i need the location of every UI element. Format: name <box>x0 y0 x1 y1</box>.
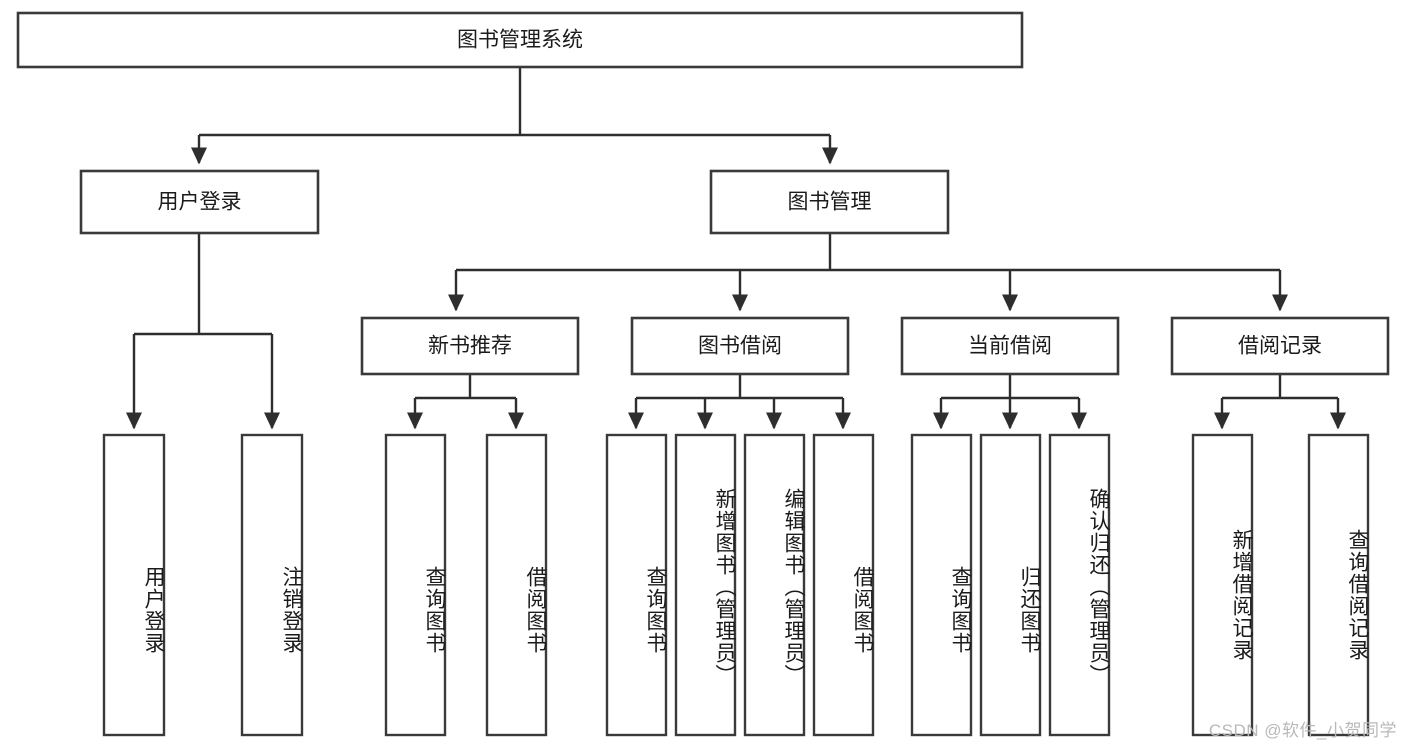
node-label: 借阅记录 <box>1238 335 1322 358</box>
connector-current-borrow-group <box>932 374 1088 430</box>
leaf-node-query-book-current[interactable] <box>910 433 973 737</box>
leaf-label-borrow-book: 借阅图书 <box>851 566 874 654</box>
leaf-node-logout[interactable] <box>240 433 304 737</box>
leaf-label-edit-book-admin: 编辑图书（管理员） <box>782 488 805 686</box>
watermark-text: CSDN @软件_小贺同学 <box>1208 721 1397 740</box>
leaf-label-confirm-return-admin: 确认归还（管理员） <box>1087 488 1110 686</box>
leaf-node-add-book-admin[interactable] <box>674 433 737 737</box>
leaf-label-return-book: 归还图书 <box>1018 566 1041 654</box>
leaf-node-query-book-rec[interactable] <box>384 433 447 737</box>
node-label: 当前借阅 <box>968 335 1052 358</box>
leaf-node-query-borrow-record[interactable] <box>1307 433 1370 737</box>
node-label: 新书推荐 <box>428 335 512 358</box>
leaf-label-query-book-rec: 查询图书 <box>423 566 446 654</box>
leaf-node-user-login[interactable] <box>102 433 166 737</box>
leaf-label-query-book-borrow: 查询图书 <box>644 566 667 654</box>
node-new-book-recommend[interactable]: 新书推荐 <box>360 316 580 376</box>
leaf-label-add-borrow-record: 新增借阅记录 <box>1230 529 1253 661</box>
connector-new-book-group <box>406 374 525 430</box>
leaf-node-add-borrow-record[interactable] <box>1191 433 1254 737</box>
node-book-borrow[interactable]: 图书借阅 <box>630 316 850 376</box>
node-current-borrow[interactable]: 当前借阅 <box>900 316 1120 376</box>
node-user-login[interactable]: 用户登录 <box>79 169 320 235</box>
connector-root-bus <box>190 133 839 165</box>
leaf-node-confirm-return-admin[interactable] <box>1048 433 1111 737</box>
connector-user-login-group <box>125 233 281 430</box>
leaf-label-query-book-current: 查询图书 <box>949 566 972 654</box>
leaf-node-return-book[interactable] <box>979 433 1042 737</box>
leaf-label-add-book-admin: 新增图书（管理员） <box>713 488 736 686</box>
node-label: 图书借阅 <box>698 335 782 358</box>
node-label: 用户登录 <box>158 191 242 214</box>
leaf-label-logout: 注销登录 <box>280 566 303 654</box>
leaf-label-borrow-book-rec: 借阅图书 <box>524 566 547 654</box>
node-label: 图书管理系统 <box>457 29 583 52</box>
node-root-book-management-system[interactable]: 图书管理系统 <box>16 11 1024 69</box>
leaf-node-query-book-borrow[interactable] <box>605 433 668 737</box>
node-book-management[interactable]: 图书管理 <box>709 169 950 235</box>
leaf-node-borrow-book[interactable] <box>812 433 875 737</box>
connector-book-manage-bus <box>447 233 1289 312</box>
node-label: 图书管理 <box>788 191 872 214</box>
leaf-node-borrow-book-rec[interactable] <box>485 433 548 737</box>
node-borrow-record[interactable]: 借阅记录 <box>1170 316 1390 376</box>
leaf-label-user-login: 用户登录 <box>142 566 165 654</box>
leaf-label-query-borrow-record: 查询借阅记录 <box>1346 529 1369 661</box>
leaf-node-edit-book-admin[interactable] <box>743 433 806 737</box>
connector-borrow-record-group <box>1213 374 1347 430</box>
connector-book-borrow-group <box>627 374 852 430</box>
